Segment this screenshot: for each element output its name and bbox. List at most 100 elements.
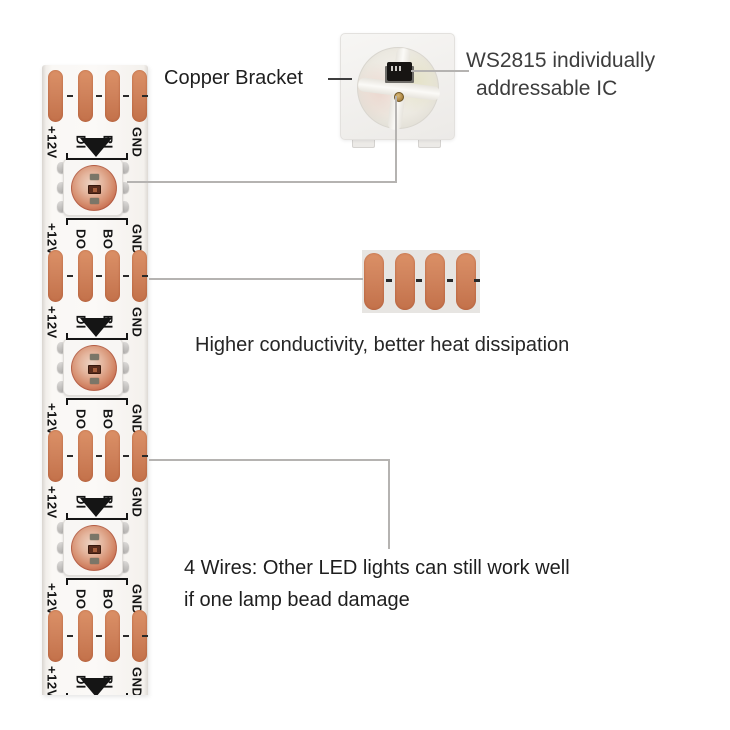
pad-label-row-output: +12V DO BO GND	[42, 402, 148, 436]
pad-label: GND	[129, 223, 145, 255]
copper-pad	[78, 430, 93, 482]
copper-pad	[78, 610, 93, 662]
cut-mark	[123, 635, 129, 637]
led-die	[90, 534, 99, 540]
ws2815-ic-chip-icon	[387, 62, 412, 81]
callout-line-copper-bracket	[328, 78, 352, 80]
pad-label: GND	[129, 583, 145, 615]
copper-pad	[48, 70, 63, 122]
cut-mark	[142, 95, 148, 97]
copper-pad	[48, 610, 63, 662]
led-leg	[120, 561, 129, 572]
copper-pad	[48, 430, 63, 482]
pad-label: DO	[73, 228, 89, 250]
cut-mark	[142, 275, 148, 277]
wires-label-line1: 4 Wires: Other LED lights can still work…	[184, 557, 570, 579]
cut-mark	[96, 275, 102, 277]
cut-mark	[474, 279, 480, 282]
led-leg	[120, 381, 129, 392]
led-solder-tab	[352, 139, 375, 148]
wires-label: 4 Wires: Other LED lights can still work…	[184, 552, 570, 616]
silkscreen-bracket	[66, 153, 128, 160]
copper-pad	[48, 250, 63, 302]
callout-line-pads2	[149, 278, 363, 280]
led-die	[90, 378, 99, 384]
led-leg	[120, 342, 129, 353]
led-ic-chip-icon	[88, 365, 101, 374]
led-leg	[120, 201, 129, 212]
copper-pad	[456, 253, 476, 310]
pad-label: +12V	[44, 402, 60, 436]
cut-mark	[96, 95, 102, 97]
pad-label: DO	[73, 408, 89, 430]
silkscreen-bracket	[66, 513, 128, 520]
silkscreen-bracket	[66, 578, 128, 585]
pad-label: BO	[100, 408, 116, 430]
cut-mark	[96, 635, 102, 637]
led-leg	[57, 561, 66, 572]
led-package-body	[63, 518, 123, 576]
led-leg	[57, 181, 66, 193]
cut-mark	[123, 275, 129, 277]
pad-label: +12V	[44, 305, 60, 339]
led-leg	[57, 361, 66, 373]
copper-pad	[78, 250, 93, 302]
led-leg	[57, 201, 66, 212]
led-ic-chip-icon	[88, 545, 101, 554]
copper-bracket-label: Copper Bracket	[164, 67, 303, 89]
led-leg	[57, 162, 66, 173]
silkscreen-bracket	[66, 333, 128, 340]
copper-pad	[105, 70, 120, 122]
led-leg	[120, 181, 129, 193]
smd5050-led	[57, 338, 129, 396]
led-leg	[120, 522, 129, 533]
cut-mark	[123, 95, 129, 97]
smd5050-led	[57, 158, 129, 216]
cut-mark	[67, 455, 73, 457]
copper-pad	[78, 70, 93, 122]
copper-pad	[132, 250, 147, 302]
pad-label: +12V	[44, 485, 60, 519]
pad-label: +12V	[44, 582, 60, 616]
cut-mark	[67, 95, 73, 97]
pad-label: GND	[129, 403, 145, 435]
callout-line-led1-vertical	[395, 96, 397, 183]
led-leg	[57, 381, 66, 392]
pad-label: GND	[129, 666, 145, 695]
copper-pad	[132, 430, 147, 482]
copper-pad	[364, 253, 384, 310]
copper-pad	[105, 250, 120, 302]
wires-label-line2: if one lamp bead damage	[184, 589, 410, 611]
led-leg	[57, 541, 66, 553]
cut-mark	[123, 455, 129, 457]
pad-label: GND	[129, 306, 145, 338]
callout-line-pads3-vertical	[388, 459, 390, 549]
lens-divider-cross	[353, 43, 444, 134]
led-solder-tab	[418, 139, 441, 148]
callout-line-ic	[411, 70, 469, 72]
led-lens	[71, 345, 117, 391]
ws2815-led-closeup	[340, 33, 455, 149]
led-ic-chip-icon	[88, 185, 101, 194]
led-die	[90, 174, 99, 180]
cut-mark	[416, 279, 422, 282]
copper-pad	[105, 610, 120, 662]
ic-label: WS2815 individually addressable IC	[466, 47, 655, 103]
silkscreen-bracket	[66, 398, 128, 405]
led-die	[90, 354, 99, 360]
cut-mark	[142, 455, 148, 457]
led-leg	[120, 541, 129, 553]
led-lens	[357, 47, 441, 131]
led-package-body	[340, 33, 455, 140]
cut-mark	[142, 635, 148, 637]
copper-pad	[395, 253, 415, 310]
pad-label: BO	[100, 228, 116, 250]
copper-pad	[105, 430, 120, 482]
